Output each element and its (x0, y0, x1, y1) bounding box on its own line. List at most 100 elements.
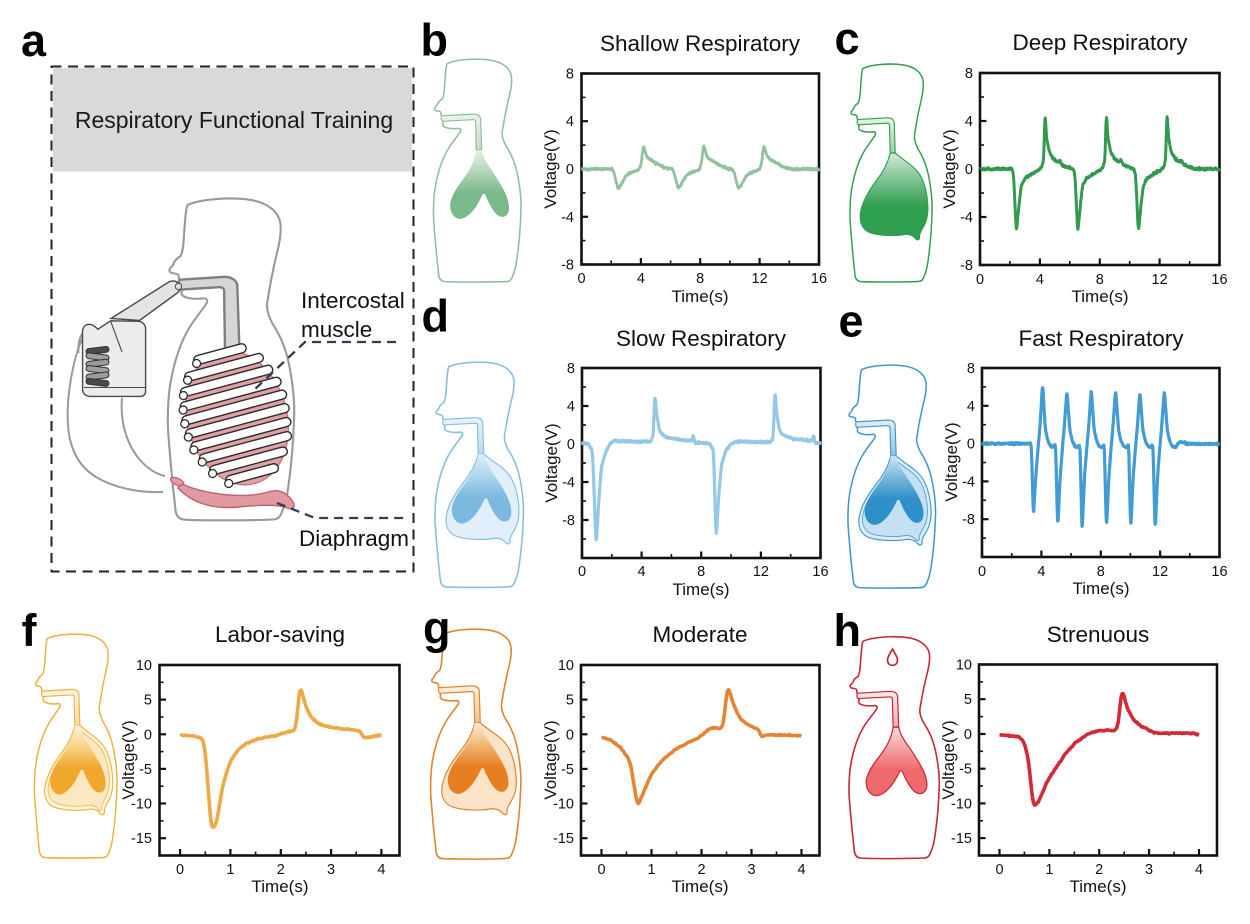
svg-text:d: d (422, 291, 450, 342)
svg-text:Voltage(V): Voltage(V) (541, 129, 560, 208)
svg-text:0: 0 (144, 727, 152, 743)
svg-text:4: 4 (1036, 272, 1044, 288)
svg-text:12: 12 (1152, 272, 1168, 288)
svg-text:0: 0 (597, 862, 605, 878)
svg-text:0: 0 (566, 162, 574, 178)
svg-text:8: 8 (696, 271, 704, 287)
svg-text:4: 4 (1195, 862, 1203, 878)
svg-text:16: 16 (1211, 564, 1227, 580)
svg-text:g: g (423, 603, 451, 654)
svg-text:Voltage(V): Voltage(V) (541, 720, 560, 799)
svg-text:Time(s): Time(s) (1070, 877, 1127, 896)
svg-text:-4: -4 (962, 474, 975, 490)
svg-text:e: e (839, 296, 864, 347)
svg-text:3: 3 (327, 862, 335, 878)
svg-text:4: 4 (967, 399, 975, 415)
svg-text:Fast Respiratory: Fast Respiratory (1018, 326, 1184, 351)
svg-text:8: 8 (567, 361, 575, 377)
svg-text:2: 2 (277, 862, 285, 878)
svg-text:16: 16 (811, 271, 827, 287)
svg-text:8: 8 (965, 66, 973, 82)
svg-text:-8: -8 (561, 258, 574, 274)
svg-text:h: h (834, 605, 862, 656)
svg-text:Labor-saving: Labor-saving (215, 622, 345, 647)
svg-text:a: a (21, 15, 47, 66)
svg-text:Time(s): Time(s) (1073, 579, 1130, 598)
svg-text:4: 4 (797, 862, 805, 878)
svg-text:Slow Respiratory: Slow Respiratory (616, 326, 787, 351)
svg-text:12: 12 (752, 271, 768, 287)
svg-text:0: 0 (964, 727, 972, 743)
svg-text:Voltage(V): Voltage(V) (119, 720, 138, 799)
svg-text:0: 0 (567, 437, 575, 453)
svg-text:1: 1 (647, 862, 655, 878)
svg-text:-10: -10 (951, 796, 972, 812)
svg-text:Deep Respiratory: Deep Respiratory (1012, 30, 1188, 55)
svg-text:c: c (835, 13, 860, 64)
svg-text:-4: -4 (561, 210, 574, 226)
svg-text:-4: -4 (960, 210, 973, 226)
svg-text:Diaphragm: Diaphragm (299, 526, 409, 551)
svg-text:-5: -5 (139, 762, 152, 778)
svg-text:-8: -8 (960, 258, 973, 274)
svg-text:3: 3 (1145, 862, 1153, 878)
svg-text:4: 4 (1037, 564, 1045, 580)
svg-text:16: 16 (812, 564, 828, 580)
svg-text:2: 2 (1095, 862, 1103, 878)
svg-text:16: 16 (1211, 272, 1227, 288)
svg-text:0: 0 (967, 437, 975, 453)
svg-text:5: 5 (144, 693, 152, 709)
svg-text:8: 8 (697, 564, 705, 580)
svg-text:b: b (421, 15, 449, 66)
svg-text:-10: -10 (553, 797, 574, 813)
svg-text:Moderate: Moderate (652, 622, 747, 647)
svg-text:0: 0 (995, 862, 1003, 878)
svg-text:-4: -4 (562, 475, 575, 491)
svg-text:8: 8 (967, 361, 975, 377)
svg-text:4: 4 (638, 564, 646, 580)
svg-text:10: 10 (136, 658, 152, 674)
svg-text:4: 4 (965, 114, 973, 130)
svg-text:8: 8 (566, 67, 574, 83)
svg-text:-5: -5 (959, 762, 972, 778)
svg-text:muscle: muscle (301, 317, 372, 342)
svg-text:2: 2 (697, 862, 705, 878)
svg-text:3: 3 (747, 862, 755, 878)
svg-text:8: 8 (1097, 564, 1105, 580)
svg-text:Intercostal: Intercostal (301, 288, 405, 313)
svg-text:0: 0 (978, 564, 986, 580)
svg-text:Respiratory Functional Trainin: Respiratory Functional Training (75, 107, 393, 133)
svg-text:5: 5 (964, 692, 972, 708)
svg-text:12: 12 (1152, 564, 1168, 580)
svg-text:4: 4 (637, 271, 645, 287)
svg-text:Shallow Respiratory: Shallow Respiratory (600, 31, 801, 56)
svg-text:-5: -5 (561, 762, 574, 778)
svg-text:-15: -15 (553, 831, 574, 847)
svg-text:5: 5 (566, 693, 574, 709)
svg-text:Time(s): Time(s) (1072, 287, 1129, 306)
svg-text:0: 0 (577, 271, 585, 287)
svg-text:-15: -15 (131, 831, 152, 847)
svg-text:Time(s): Time(s) (252, 877, 309, 896)
svg-text:0: 0 (578, 564, 586, 580)
svg-text:Voltage(V): Voltage(V) (940, 129, 959, 208)
svg-text:1: 1 (1045, 862, 1053, 878)
svg-text:f: f (22, 605, 38, 656)
svg-text:Voltage(V): Voltage(V) (542, 423, 561, 502)
svg-text:0: 0 (976, 272, 984, 288)
svg-text:0: 0 (176, 862, 184, 878)
svg-text:1: 1 (226, 862, 234, 878)
svg-text:Strenuous: Strenuous (1047, 622, 1150, 647)
svg-text:12: 12 (753, 564, 769, 580)
svg-text:4: 4 (566, 114, 574, 130)
svg-text:0: 0 (965, 162, 973, 178)
svg-text:-15: -15 (951, 831, 972, 847)
svg-text:-10: -10 (131, 797, 152, 813)
svg-text:4: 4 (377, 862, 385, 878)
svg-text:Time(s): Time(s) (672, 287, 729, 306)
svg-text:-8: -8 (562, 513, 575, 529)
svg-text:4: 4 (567, 399, 575, 415)
svg-text:Voltage(V): Voltage(V) (942, 422, 961, 501)
svg-text:-8: -8 (962, 512, 975, 528)
svg-text:Time(s): Time(s) (673, 580, 730, 599)
